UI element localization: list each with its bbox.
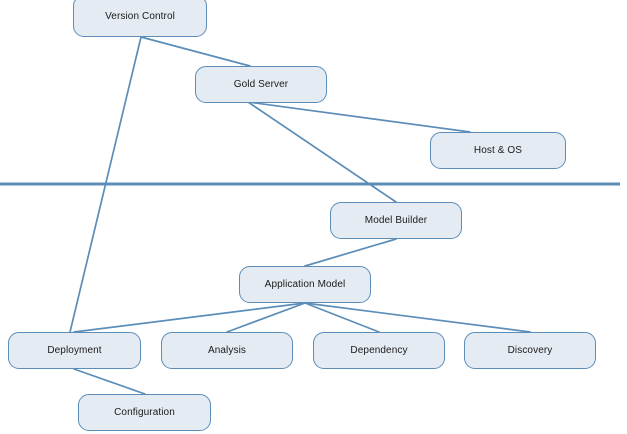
node-gold-server[interactable]: Gold Server [195, 66, 327, 103]
connector-application-model--discovery [304, 302, 531, 333]
connector-application-model--dependency [304, 302, 380, 333]
connector-gold-server--host-os [247, 101, 471, 133]
node-application-model[interactable]: Application Model [239, 266, 371, 303]
node-label-version-control: Version Control [105, 10, 175, 22]
node-dependency[interactable]: Dependency [313, 332, 445, 369]
connector-lines [69, 36, 531, 395]
node-label-gold-server: Gold Server [233, 79, 289, 90]
node-analysis[interactable]: Analysis [161, 332, 293, 369]
node-label-discovery: Discovery [507, 345, 553, 356]
node-label-host-os: Host & OS [473, 145, 523, 156]
node-deployment[interactable]: Deployment [8, 332, 141, 369]
node-model-builder[interactable]: Model Builder [330, 202, 462, 239]
node-discovery[interactable]: Discovery [464, 332, 596, 369]
connector-gold-server--model-builder [247, 101, 397, 203]
node-label-analysis: Analysis [207, 345, 247, 356]
node-configuration[interactable]: Configuration [78, 394, 211, 431]
node-label-application-model: Application Model [264, 279, 346, 290]
node-label-configuration: Configuration [114, 407, 175, 418]
node-label-dependency: Dependency [350, 345, 408, 356]
node-label-deployment: Deployment [47, 345, 102, 356]
connector-deployment--configuration [73, 368, 146, 395]
node-host-os[interactable]: Host & OS [430, 132, 566, 169]
connector-application-model--deployment [73, 302, 306, 333]
connector-version-control--gold-server [140, 36, 251, 67]
connector-application-model--analysis [226, 302, 306, 333]
connector-model-builder--application-model [304, 238, 397, 267]
node-version-control[interactable]: Version Control [73, 0, 207, 37]
node-label-model-builder: Model Builder [364, 215, 428, 226]
